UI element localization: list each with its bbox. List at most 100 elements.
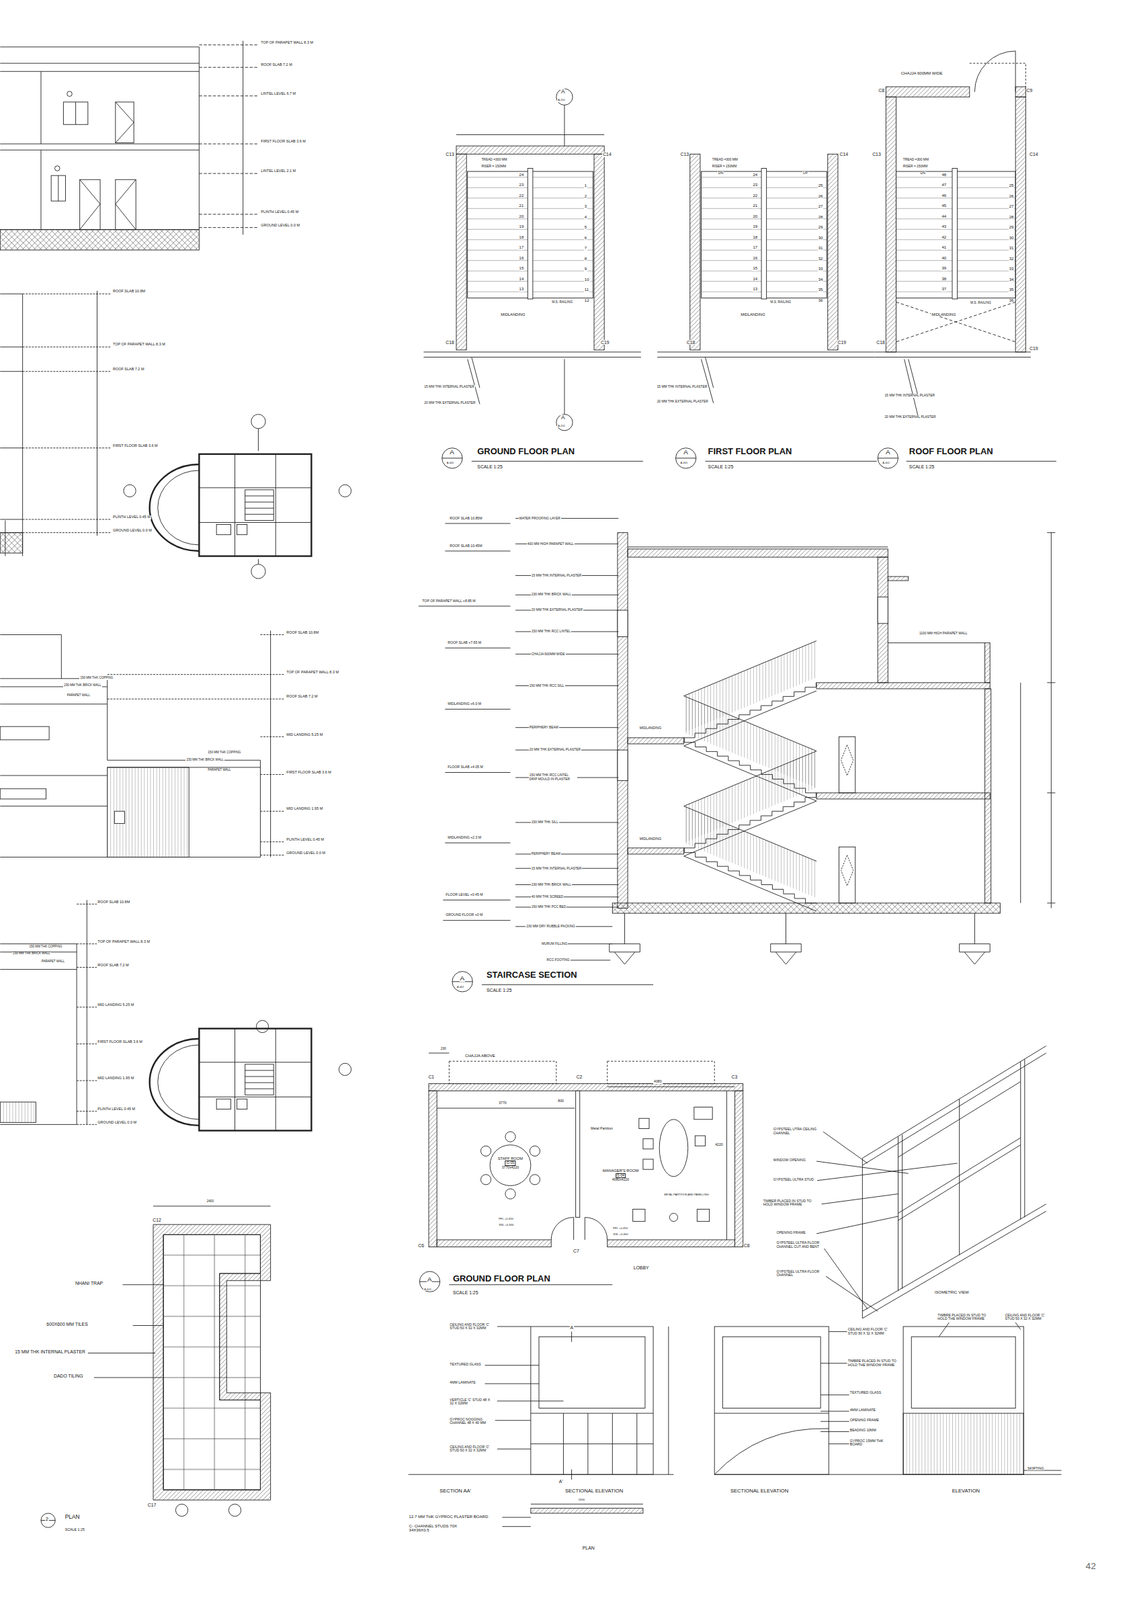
step-number: 16 <box>518 256 525 261</box>
step-number: 13 <box>751 286 759 292</box>
section-callout: RCC FOOTING <box>546 958 571 962</box>
plan-text: C8 <box>743 1243 751 1248</box>
section-callout: 20 MM THK EXTERNAL PLASTER <box>530 608 584 612</box>
detail-callout: CEILING AND FLOOR 'C' STUD 50 X 32 X 32M… <box>448 1323 498 1331</box>
staircase-section <box>418 518 1056 992</box>
stair-plan-text: RISER = 150MM <box>480 164 507 169</box>
side-elevation-two <box>0 630 284 857</box>
step-number: 39 <box>940 266 947 271</box>
step-number: 19 <box>518 224 525 230</box>
stair-plan-text: MIDLANDING <box>739 312 766 317</box>
detail-callout: VERTICLE 'C' STUD 48 X 32 X 32MM <box>448 1398 496 1406</box>
detail-callout: SECTION AA' <box>438 1488 472 1494</box>
stair-plan-text: M.S. RAILING <box>551 300 574 304</box>
step-number: 4 <box>583 215 588 220</box>
step-number: 31 <box>817 245 824 251</box>
stair-plan-text: GROUND FLOOR PLAN <box>476 446 576 457</box>
step-number: 24 <box>518 172 525 178</box>
plan-text: C3 <box>731 1074 739 1080</box>
side-elevation-three <box>0 899 97 1125</box>
detail-callout: C- CHANNEL STUDS 70X 34X36X0.5 <box>408 1524 470 1533</box>
step-number: 20 <box>751 214 759 220</box>
plan-text: C2 <box>575 1074 584 1080</box>
step-number: 28 <box>817 215 824 220</box>
stair-plan-text: RISER = 150MM <box>902 164 929 169</box>
step-number: 18 <box>518 235 525 240</box>
level-label: MID LANDING 5.25 M <box>96 1003 135 1008</box>
detail-callout: SECTIONAL ELEVATION <box>729 1488 789 1494</box>
stair-plan-text: SCALE 1:25 <box>476 464 504 470</box>
callout-text: PARAPET WALL <box>66 694 91 698</box>
step-number: 32 <box>817 256 824 262</box>
level-label: PLINTH LEVEL 0.45 M <box>96 1107 136 1112</box>
stair-plan-text: A-401 <box>680 461 689 465</box>
level-label: TOP OF PARAPET WALL 8.3 M <box>112 342 166 347</box>
stair-plan-text: M.S. RAILING <box>769 300 792 304</box>
plan-text: 800 <box>557 1099 565 1104</box>
step-number: 45 <box>940 203 947 209</box>
stair-plan-text: RISER = 150MM <box>711 164 738 169</box>
plan-text: FFL +0.450 <box>497 1217 515 1222</box>
section-callout: MIDLANDING +2.3 M <box>446 835 482 841</box>
detail-callout: BEADING 10MM <box>849 1428 877 1433</box>
section-callout: TOP OF PARAPET WALL +8.85 M <box>421 599 476 604</box>
step-number: 32 <box>1008 256 1015 262</box>
stair-plan-text: SCALE 1:25 <box>908 464 936 470</box>
step-number: 8 <box>583 256 588 262</box>
step-number: 38 <box>940 276 947 282</box>
detail-callout: SKIRTING <box>1026 1466 1045 1472</box>
section-callout: CHAJJA 600MM WIDE <box>530 652 566 656</box>
level-label: FIRST FLOOR SLAB 3.6 M <box>260 139 307 144</box>
room-data: G-05 <box>505 1160 516 1166</box>
stair-plan-text: C13 <box>444 151 455 157</box>
callout-text: 230 MM THK BRICK WALL <box>12 952 51 956</box>
plan-text: 230 <box>440 1046 447 1051</box>
section-callout: A <box>459 975 466 983</box>
step-number: 26 <box>1008 194 1015 199</box>
section-callout: 150 MM THK PCC BED <box>530 905 568 909</box>
level-label: ROOF SLAB 7.2 M <box>96 963 130 968</box>
toilet-plan-text: 600X600 MM TILES <box>45 1321 89 1327</box>
level-label: ROOF SLAB 10.8M <box>285 631 320 636</box>
toilet-plan-text: NHANI TRAP <box>74 1280 104 1286</box>
level-label: LINTEL LEVEL 6.7 M <box>260 92 297 97</box>
step-number: 31 <box>1008 245 1015 251</box>
stair-plan-text: C14 <box>839 151 850 157</box>
plan-text: C6 <box>417 1243 425 1248</box>
detail-callout: GYPROC NOGGING CHANNEL 48 X 40 MM <box>448 1417 492 1426</box>
step-number: 16 <box>751 256 759 261</box>
plan-text: CHAJJA ABOVE <box>464 1053 496 1059</box>
step-number: 20 <box>518 214 525 220</box>
plan-text: C7 <box>572 1248 580 1254</box>
plan-text: LOBBY <box>633 1265 650 1271</box>
toilet-plan <box>40 1206 271 1528</box>
plan-text: SSL +0.400 <box>497 1223 515 1228</box>
step-number: 19 <box>751 224 759 230</box>
stair-plan-text: 15 MM THK INTERNAL PLASTER <box>423 385 476 389</box>
section-callout: MIDLANDING +6.0 M <box>446 702 482 707</box>
step-number: 23 <box>751 182 759 188</box>
level-label: FIRST FLOOR SLAB 3.6 M <box>96 1040 144 1045</box>
section-callout: 40 MM THK SCREED <box>530 895 564 899</box>
stair-plan-text: A <box>682 448 689 457</box>
stair-plan-text: DN <box>919 171 927 176</box>
step-number: 35 <box>817 287 824 293</box>
level-label: MID LANDING 5.25 M <box>285 733 324 738</box>
step-number: 34 <box>817 277 824 283</box>
step-number: 17 <box>751 245 759 250</box>
step-number: 27 <box>1008 204 1015 209</box>
step-number: 46 <box>940 193 947 199</box>
detail-callout: PLAN <box>581 1545 596 1551</box>
step-number: 42 <box>940 235 947 240</box>
section-callout: PERIPHERY BEAM <box>530 852 562 856</box>
step-number: 37 <box>940 286 947 292</box>
detail-callout: TIMBRE PLACED IN STUD TO HOLD THE WINDOW… <box>847 1359 900 1367</box>
detail-callout: CEILING AND FLOOR 'C' STUD 50 X 32 X 32M… <box>847 1327 896 1336</box>
stair-plan-text: C19 <box>1028 346 1039 351</box>
section-callout: 230 MM THK BRICK WALL <box>530 592 572 597</box>
stair-plan-text: UP <box>802 171 809 176</box>
stair-plan-text: C8 <box>877 88 886 93</box>
section-callout: 150 MM THK SILL <box>530 820 560 824</box>
stair-plan-text: C14 <box>602 151 613 157</box>
level-label: ROOF SLAB 10.8M <box>96 900 131 905</box>
